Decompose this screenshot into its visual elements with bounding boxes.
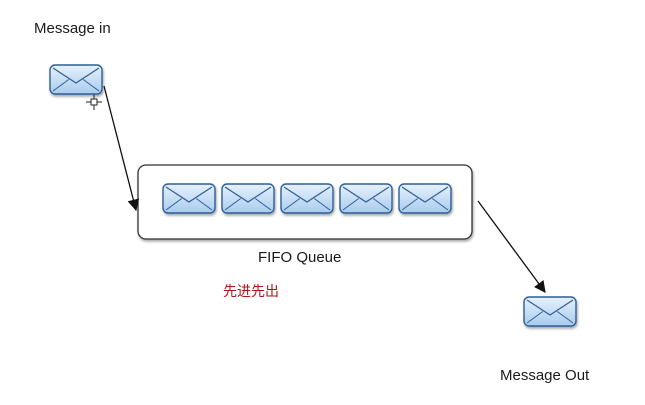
- envelope-icon: [221, 183, 275, 214]
- envelope-icon: [398, 183, 452, 214]
- fifo-chinese-label: 先进先出: [223, 284, 279, 300]
- message-in-label: Message in: [34, 20, 111, 37]
- arrow-in: [103, 85, 140, 212]
- envelope-icon: [49, 64, 103, 95]
- fifo-queue-label: FIFO Queue: [258, 249, 342, 266]
- arrow-out: [477, 200, 546, 293]
- message-out-label: Message Out: [500, 367, 590, 384]
- envelope-group: [49, 64, 577, 327]
- envelope-icon: [339, 183, 393, 214]
- envelope-icon: [280, 183, 334, 214]
- envelope-icon: [523, 296, 577, 327]
- envelope-icon: [162, 183, 216, 214]
- move-cursor-icon: [86, 94, 102, 110]
